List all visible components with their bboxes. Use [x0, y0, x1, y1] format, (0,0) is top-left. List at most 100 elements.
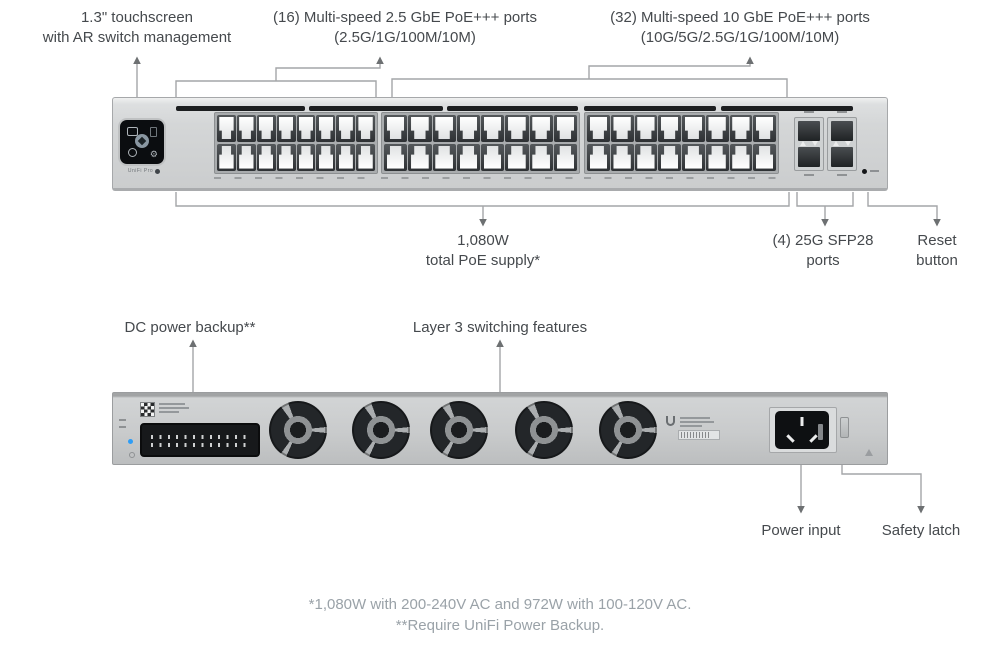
rj45-port[interactable]	[408, 115, 432, 142]
rj45-port-column	[729, 115, 753, 171]
rj45-port[interactable]	[634, 144, 658, 171]
label-sfp-line1: (4) 25G SFP28	[772, 232, 874, 249]
vent-slot	[309, 106, 443, 111]
rj45-port[interactable]	[336, 115, 356, 142]
rj45-port[interactable]	[217, 115, 236, 142]
rj45-port[interactable]	[705, 115, 729, 142]
label-text-bar	[680, 421, 714, 423]
rj45-jack	[299, 146, 313, 169]
rj45-port[interactable]	[408, 144, 432, 171]
rj45-jack	[732, 116, 750, 140]
sfp-label-tag	[837, 111, 847, 113]
power-inlet-recess	[769, 407, 837, 453]
rj45-port[interactable]	[610, 115, 634, 142]
rj45-jack	[435, 116, 453, 140]
rj45-jack	[386, 116, 405, 140]
rj45-port[interactable]	[316, 144, 336, 171]
rj45-port[interactable]	[384, 115, 408, 142]
rj45-jack	[613, 146, 630, 169]
sfp28-module-2	[827, 117, 857, 171]
rj45-port-column	[384, 115, 408, 171]
label-reset: Reset button	[916, 231, 958, 271]
rj45-port[interactable]	[682, 144, 705, 171]
rj45-port[interactable]	[658, 144, 681, 171]
rj45-jack	[484, 146, 502, 169]
rj45-port[interactable]	[553, 144, 577, 171]
rj45-port[interactable]	[456, 115, 480, 142]
rj45-port[interactable]	[276, 115, 296, 142]
rj45-port[interactable]	[529, 115, 553, 142]
rj45-port[interactable]	[217, 144, 236, 171]
rj45-port[interactable]	[316, 115, 336, 142]
label-10g-line1: (32) Multi-speed 10 GbE PoE+++ ports	[610, 9, 870, 26]
rj45-port[interactable]	[336, 144, 356, 171]
vent-slot	[721, 106, 853, 111]
rj45-jack	[435, 146, 453, 169]
rj45-port[interactable]	[729, 115, 753, 142]
rj45-port-column	[456, 115, 480, 171]
rj45-port[interactable]	[356, 115, 375, 142]
rj45-port[interactable]	[705, 144, 729, 171]
rj45-jack	[637, 146, 654, 169]
rj45-port[interactable]	[553, 115, 577, 142]
rj45-port[interactable]	[456, 144, 480, 171]
touchscreen-display[interactable]: ⚙	[120, 120, 164, 164]
label-touchscreen-line1: 1.3" touchscreen	[80, 9, 194, 26]
rack-tab-line	[119, 426, 126, 428]
rj45-port[interactable]	[276, 144, 296, 171]
rj45-port[interactable]	[256, 115, 276, 142]
rj45-port[interactable]	[505, 144, 529, 171]
rj45-port[interactable]	[658, 115, 681, 142]
rj45-port[interactable]	[587, 144, 610, 171]
hazard-icon	[865, 449, 873, 456]
label-touchscreen: 1.3" touchscreen with AR switch manageme…	[43, 8, 231, 48]
rj45-jack	[459, 116, 478, 140]
rj45-jack	[660, 116, 679, 140]
rj45-port[interactable]	[481, 144, 505, 171]
rj45-jack	[319, 146, 333, 169]
rj45-port[interactable]	[296, 144, 316, 171]
power-inlet[interactable]	[775, 411, 829, 449]
sfp28-port[interactable]	[798, 147, 820, 167]
rj45-port-column	[753, 115, 776, 171]
sfp28-port[interactable]	[831, 121, 853, 141]
rj45-port[interactable]	[729, 144, 753, 171]
rj45-jack	[590, 146, 607, 169]
rj45-port[interactable]	[432, 144, 456, 171]
rj45-jack	[732, 146, 749, 169]
rj45-port[interactable]	[529, 144, 553, 171]
rj45-jack	[483, 116, 502, 140]
switch-rear-panel	[112, 392, 888, 465]
rj45-jack	[259, 116, 274, 140]
rj45-port[interactable]	[682, 115, 705, 142]
dc-power-backup-connector[interactable]	[140, 423, 260, 457]
rj45-port[interactable]	[236, 144, 256, 171]
rj45-port-column	[610, 115, 634, 171]
rj45-port[interactable]	[587, 115, 610, 142]
brand-wordmark: UniFi Pro	[118, 168, 170, 174]
reset-button[interactable]	[862, 169, 867, 174]
photo-icon	[127, 127, 138, 136]
rj45-port[interactable]	[634, 115, 658, 142]
rj45-port[interactable]	[432, 115, 456, 142]
inlet-pin-slot	[800, 417, 804, 426]
sfp-label-tag	[837, 174, 847, 176]
rj45-port-column	[705, 115, 729, 171]
rj45-jack	[239, 116, 254, 140]
rj45-port[interactable]	[610, 144, 634, 171]
rj45-port-column	[553, 115, 577, 171]
sfp28-port[interactable]	[831, 147, 853, 167]
rj45-port[interactable]	[753, 144, 776, 171]
rj45-port[interactable]	[753, 115, 776, 142]
rj45-port[interactable]	[256, 144, 276, 171]
rj45-port[interactable]	[236, 115, 256, 142]
rj45-port[interactable]	[356, 144, 375, 171]
rj45-port[interactable]	[384, 144, 408, 171]
rj45-port[interactable]	[505, 115, 529, 142]
sfp28-port[interactable]	[798, 121, 820, 141]
rj45-jack	[339, 146, 353, 169]
safety-latch[interactable]	[840, 417, 849, 438]
rj45-port[interactable]	[296, 115, 316, 142]
rj45-port[interactable]	[481, 115, 505, 142]
rj45-jack	[219, 116, 234, 140]
